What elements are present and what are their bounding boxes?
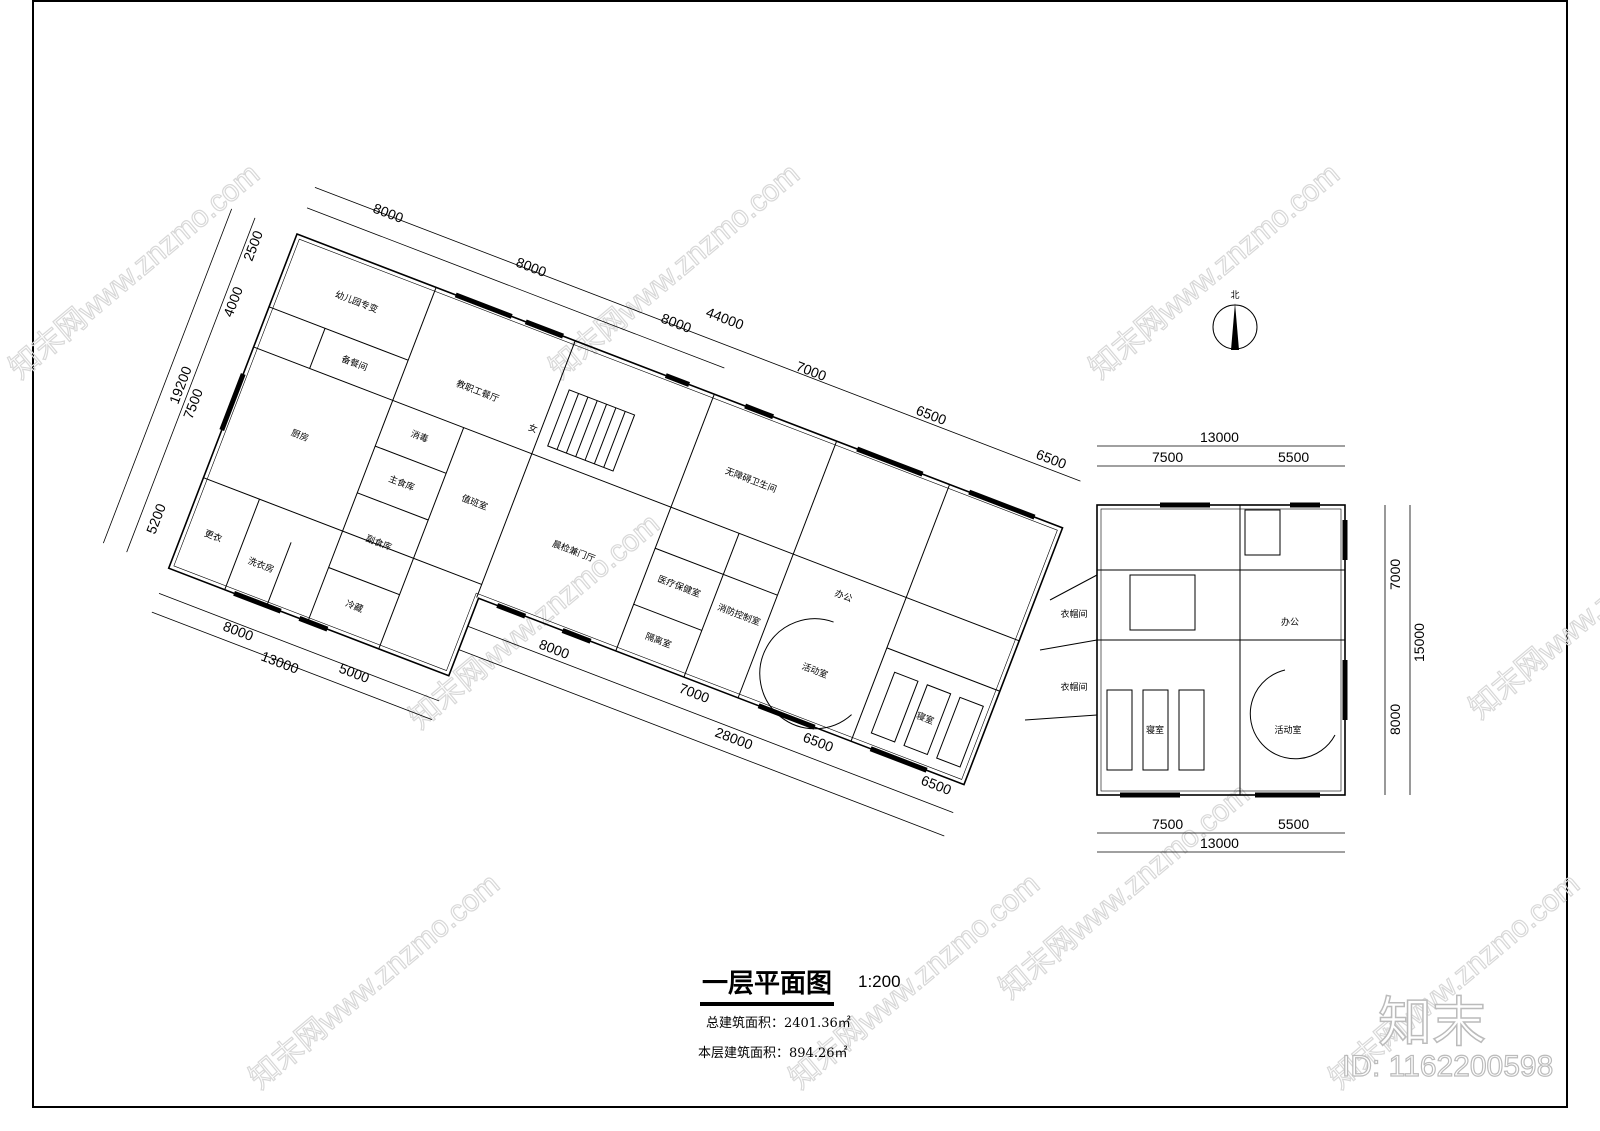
- room-label: 主食库: [387, 473, 417, 494]
- main-building: 幼儿园专变 备餐间 教职工餐厅 厨房 消毒 主食库 值班室 更衣 洗衣房 副食库…: [102, 186, 1081, 837]
- watermark: 知末网www.znzmo.com: [543, 158, 806, 386]
- dimension: 8000: [514, 254, 549, 280]
- dimension: 2500: [240, 228, 266, 263]
- main-dimensions: 8000 8000 8000 44000 7000 6500 6500 2500…: [143, 200, 1069, 798]
- room-label: 隔离室: [644, 630, 674, 651]
- room-label: 副食库: [364, 532, 394, 553]
- beds: [870, 671, 984, 768]
- room-label: 衣帽间: [1060, 608, 1087, 620]
- room-label: 值班室: [460, 492, 490, 513]
- dimension: 7000: [677, 680, 712, 706]
- dimension: 8000: [537, 636, 572, 662]
- annex-building: 办公 寝室 活动室 13000 7500 5500 7000 15000 800…: [1096, 429, 1427, 853]
- watermark: 知末网www.znzmo.com: [243, 868, 506, 1096]
- room-label: 冷藏: [344, 597, 365, 615]
- watermark: 知末网www.znzmo.com: [403, 508, 666, 736]
- total-area: 总建筑面积：2401.36㎡: [706, 1016, 851, 1031]
- dimension: 5500: [1278, 449, 1309, 465]
- drawing-scale: 1:200: [858, 972, 901, 991]
- drawing-frame: [32, 0, 1568, 1108]
- stair-treads: [556, 393, 626, 468]
- room-label: 办公: [833, 587, 854, 605]
- dimension: 7500: [1152, 816, 1183, 832]
- dimension: 13000: [259, 648, 301, 677]
- dimension: 5500: [1278, 816, 1309, 832]
- activity-seating-arc: [759, 618, 852, 730]
- dimension: 8000: [1387, 704, 1403, 735]
- room-label: 消防控制室: [716, 601, 762, 628]
- dimension: 6500: [1034, 446, 1069, 472]
- room-label: 更衣: [203, 527, 224, 545]
- dimension: 8000: [659, 310, 694, 336]
- dimension: 7000: [1387, 559, 1403, 590]
- room-label: 备餐间: [340, 353, 370, 374]
- watermark: 知末网www.znzmo.com: [3, 158, 266, 386]
- floor-area: 本层建筑面积：894.26㎡: [698, 1046, 848, 1061]
- north-arrow-icon: 北: [1212, 290, 1258, 350]
- watermark: 知末网www.znzmo.com: [1083, 158, 1346, 386]
- room-label: 女: [527, 421, 540, 435]
- room-label: 寝室: [1146, 724, 1164, 736]
- room-label: 活动室: [800, 660, 830, 681]
- dimension: 5200: [143, 501, 169, 536]
- room-label: 洗衣房: [246, 555, 276, 576]
- dimension: 7000: [794, 358, 829, 384]
- dimension: 8000: [221, 618, 256, 644]
- drawing-title: 一层平面图: [700, 963, 835, 1006]
- dimension: 44000: [704, 304, 746, 333]
- main-outline: [167, 232, 1064, 786]
- room-label: 寝室: [915, 709, 936, 727]
- room-label: 活动室: [1274, 724, 1301, 736]
- dimension: 7500: [1152, 449, 1183, 465]
- compass-label: 北: [1230, 290, 1239, 301]
- room-label: 办公: [1281, 616, 1299, 628]
- dimension: 8000: [371, 200, 406, 226]
- room-label: 教职工餐厅: [455, 378, 501, 405]
- room-label: 厨房: [289, 427, 310, 445]
- watermark: 知末网www.znzmo.com: [1463, 498, 1600, 726]
- room-label: 晨检兼门厅: [551, 538, 597, 565]
- dimension: 6500: [919, 772, 954, 798]
- watermark-id: ID: 1162200598: [1341, 1049, 1554, 1083]
- room-label: 医疗保健室: [656, 573, 702, 600]
- dimension: 13000: [1200, 835, 1239, 851]
- dimension: 13000: [1200, 429, 1239, 445]
- dimension: 5000: [337, 660, 372, 686]
- room-label: 消毒: [409, 428, 430, 446]
- room-label: 无障碍卫生间: [724, 465, 779, 496]
- room-label: 幼儿园专变: [333, 288, 379, 315]
- dimension: 4000: [220, 284, 246, 319]
- dimension: 15000: [1411, 623, 1427, 662]
- room-label: 衣帽间: [1060, 681, 1087, 693]
- watermark-logo: 知末: [1377, 990, 1487, 1055]
